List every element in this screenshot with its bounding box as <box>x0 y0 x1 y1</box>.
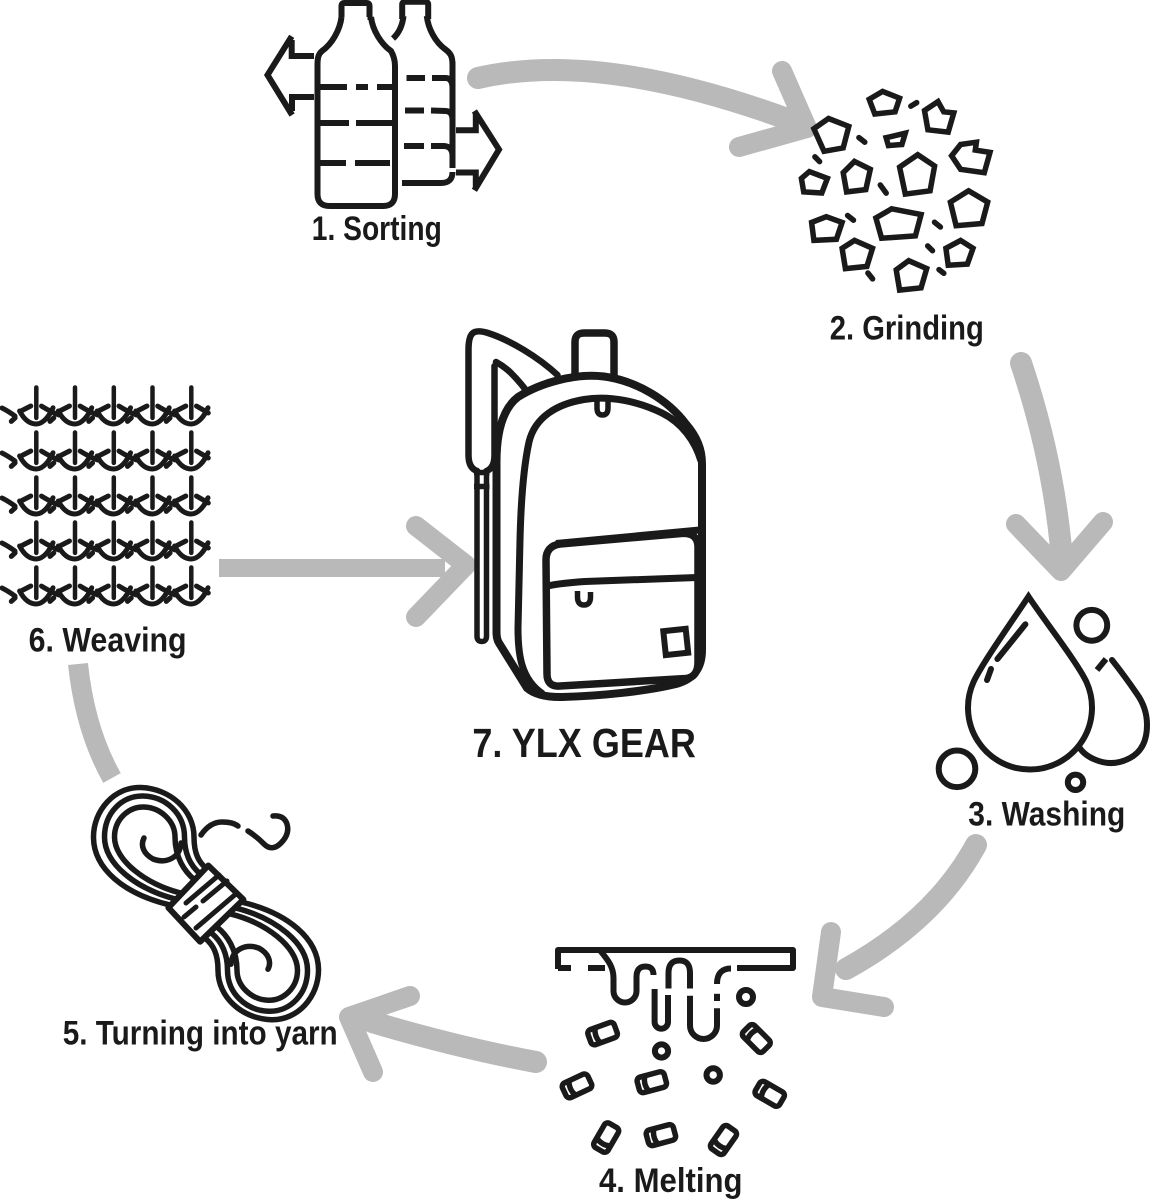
svg-text:6. Weaving: 6. Weaving <box>29 621 187 659</box>
svg-text:2. Grinding: 2. Grinding <box>830 310 984 348</box>
svg-text:5. Turning into yarn: 5. Turning into yarn <box>63 1015 338 1053</box>
svg-text:3. Washing: 3. Washing <box>968 796 1125 834</box>
svg-text:4. Melting: 4. Melting <box>599 1162 743 1200</box>
svg-text:1. Sorting: 1. Sorting <box>312 210 442 248</box>
svg-text:7. YLX GEAR: 7. YLX GEAR <box>472 720 696 766</box>
